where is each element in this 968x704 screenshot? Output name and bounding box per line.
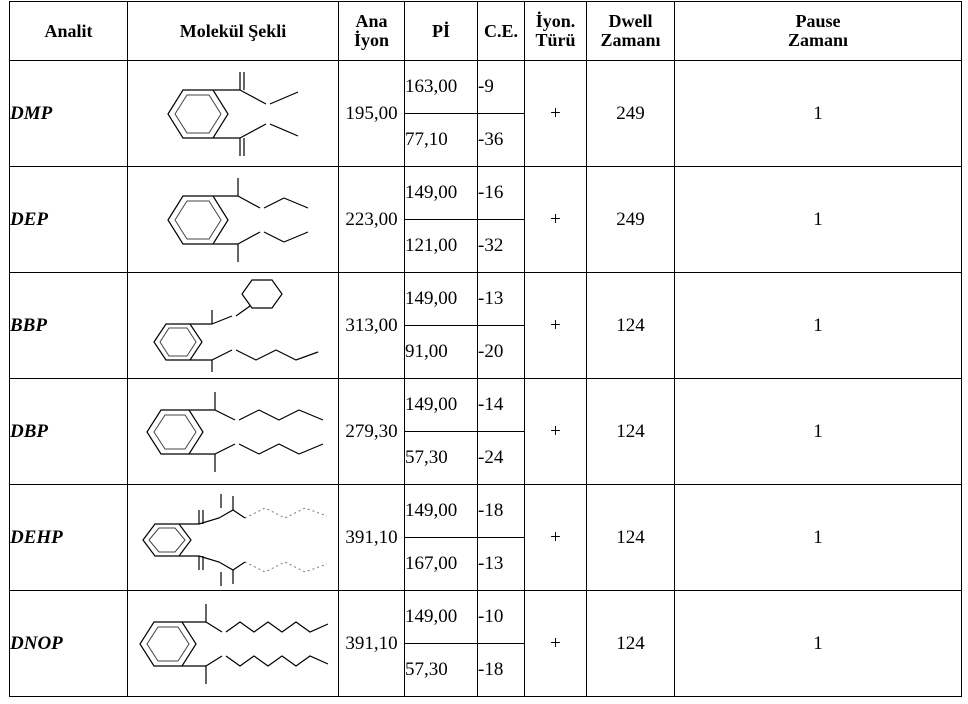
header-dwell: Dwell Zamanı xyxy=(586,1,675,61)
analyte-name: BBP xyxy=(9,272,128,379)
header-parent-ion-line1: Ana xyxy=(355,11,388,31)
pause-time-value: 1 xyxy=(674,166,962,273)
diethyl-phthalate-structure-icon xyxy=(167,177,309,262)
benzyl-butyl-phthalate-structure-icon xyxy=(153,278,319,372)
dwell-time-value: 249 xyxy=(586,60,675,167)
product-ion-value: 167,00 xyxy=(404,537,478,591)
parent-ion-value: 195,00 xyxy=(338,60,405,167)
parent-ion-value: 313,00 xyxy=(338,272,405,379)
header-ion-type: İyon. Türü xyxy=(524,1,587,61)
phthalate-mrm-table: Analit Molekül Şekli Ana İyon Pİ C.E. İy… xyxy=(9,1,962,697)
molecule-cell xyxy=(127,166,339,273)
dwell-time-value: 124 xyxy=(586,484,675,591)
header-pause-line2: Zamanı xyxy=(787,30,848,50)
product-ion-value: 149,00 xyxy=(404,484,478,538)
collision-energy-value: -18 xyxy=(477,643,525,697)
header-parent-ion: Ana İyon xyxy=(338,1,405,61)
molecule-cell xyxy=(127,484,339,591)
ion-type-value: + xyxy=(524,484,587,591)
header-row: Analit Molekül Şekli Ana İyon Pİ C.E. İy… xyxy=(9,1,962,61)
product-ion-value: 149,00 xyxy=(404,272,478,326)
collision-energy-value: -13 xyxy=(477,272,525,326)
header-molecule: Molekül Şekli xyxy=(127,1,339,61)
header-ion-type-line1: İyon. xyxy=(535,11,576,31)
analyte-name: DNOP xyxy=(9,590,128,697)
molecule-cell xyxy=(127,60,339,167)
molecule-cell xyxy=(127,272,339,379)
header-dwell-line2: Zamanı xyxy=(600,30,661,50)
collision-energy-value: -13 xyxy=(477,537,525,591)
diethylhexyl-phthalate-structure-icon xyxy=(142,493,328,586)
header-ion-type-line2: Türü xyxy=(535,30,576,50)
header-pause-line1: Pause xyxy=(795,11,841,31)
product-ion-value: 91,00 xyxy=(404,325,478,379)
table-row-sub: 57,30-18 xyxy=(10,643,962,697)
parent-ion-value: 223,00 xyxy=(338,166,405,273)
dwell-time-value: 124 xyxy=(586,272,675,379)
ion-type-value: + xyxy=(524,166,587,273)
dwell-time-value: 124 xyxy=(586,590,675,697)
ion-type-value: + xyxy=(524,60,587,167)
header-ce: C.E. xyxy=(477,1,525,61)
dwell-time-value: 124 xyxy=(586,378,675,485)
pause-time-value: 1 xyxy=(674,484,962,591)
collision-energy-value: -16 xyxy=(477,166,525,220)
molecule-cell xyxy=(127,378,339,485)
product-ion-value: 149,00 xyxy=(404,590,478,644)
collision-energy-value: -9 xyxy=(477,60,525,114)
analyte-name: DEHP xyxy=(9,484,128,591)
product-ion-value: 121,00 xyxy=(404,219,478,273)
product-ion-value: 57,30 xyxy=(404,643,478,697)
dwell-time-value: 249 xyxy=(586,166,675,273)
header-pause: Pause Zamanı xyxy=(674,1,962,61)
analyte-name: DBP xyxy=(9,378,128,485)
collision-energy-value: -36 xyxy=(477,113,525,167)
parent-ion-value: 391,10 xyxy=(338,590,405,697)
collision-energy-value: -14 xyxy=(477,378,525,432)
pause-time-value: 1 xyxy=(674,378,962,485)
product-ion-value: 149,00 xyxy=(404,378,478,432)
dimethyl-phthalate-structure-icon xyxy=(167,71,299,156)
dibutyl-phthalate-structure-icon xyxy=(146,391,324,472)
ion-type-value: + xyxy=(524,378,587,485)
pause-time-value: 1 xyxy=(674,272,962,379)
header-pi: Pİ xyxy=(404,1,478,61)
pause-time-value: 1 xyxy=(674,60,962,167)
collision-energy-value: -24 xyxy=(477,431,525,485)
collision-energy-value: -20 xyxy=(477,325,525,379)
parent-ion-value: 391,10 xyxy=(338,484,405,591)
collision-energy-value: -10 xyxy=(477,590,525,644)
collision-energy-value: -32 xyxy=(477,219,525,273)
analyte-name: DEP xyxy=(9,166,128,273)
header-parent-ion-line2: İyon xyxy=(353,30,389,50)
pause-time-value: 1 xyxy=(674,590,962,697)
header-analyte: Analit xyxy=(9,1,128,61)
product-ion-value: 149,00 xyxy=(404,166,478,220)
ion-type-value: + xyxy=(524,590,587,697)
parent-ion-value: 279,30 xyxy=(338,378,405,485)
analyte-name: DMP xyxy=(9,60,128,167)
table-row-sub: 77,10-36 xyxy=(10,113,962,167)
table-row-sub: 57,30-24 xyxy=(10,431,962,485)
ion-type-value: + xyxy=(524,272,587,379)
product-ion-value: 57,30 xyxy=(404,431,478,485)
header-dwell-line1: Dwell xyxy=(608,11,653,31)
dioctyl-phthalate-structure-icon xyxy=(139,603,329,684)
molecule-cell xyxy=(127,590,339,697)
product-ion-value: 77,10 xyxy=(404,113,478,167)
product-ion-value: 163,00 xyxy=(404,60,478,114)
collision-energy-value: -18 xyxy=(477,484,525,538)
